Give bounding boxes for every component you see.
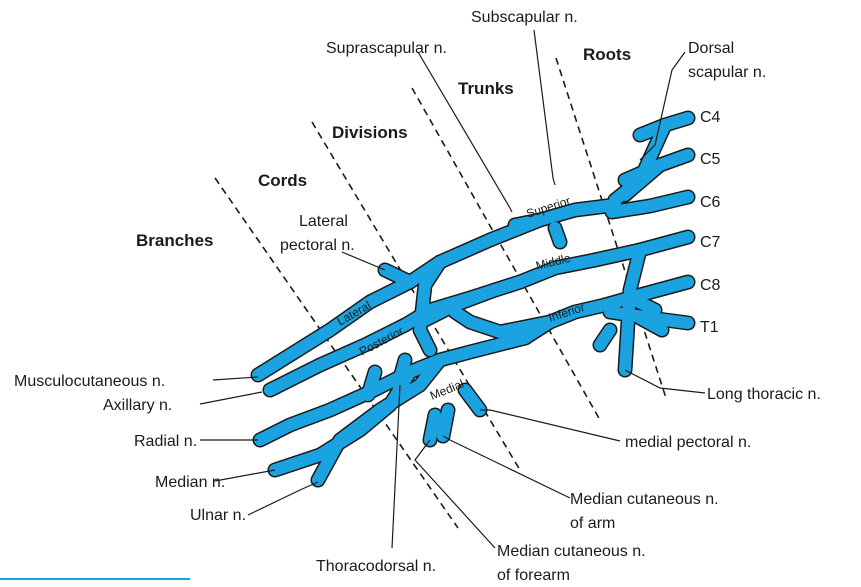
label-radial: Radial n. [134, 433, 197, 450]
cord-label-medial: Medial [428, 377, 466, 403]
label-dorsal-scapular-1: Dorsal [688, 40, 734, 57]
zone-label-cords: Cords [258, 171, 307, 190]
root-label-c5: C5 [700, 151, 721, 168]
zone-label-roots: Roots [583, 45, 631, 64]
label-median: Median n. [155, 474, 225, 491]
label-musculocutaneous: Musculocutaneous n. [14, 373, 165, 390]
zone-label-trunks: Trunks [458, 79, 514, 98]
label-axillary: Axillary n. [103, 397, 172, 414]
label-ulnar: Ulnar n. [190, 507, 246, 524]
caption-rule [0, 578, 190, 580]
zone-boundaries [214, 57, 667, 529]
root-label-c8: C8 [700, 277, 721, 294]
label-median-cutaneous-arm-1: Median cutaneous n. [570, 491, 719, 508]
label-thoracodorsal: Thoracodorsal n. [316, 558, 436, 575]
label-median-cutaneous-arm-2: of arm [570, 515, 615, 532]
leader-lines [199, 29, 706, 549]
label-subscapular: Subscapular n. [471, 9, 578, 26]
label-medial-pectoral: medial pectoral n. [625, 434, 751, 451]
label-median-cutaneous-forearm-2: of forearm [497, 567, 570, 584]
label-dorsal-scapular-2: scapular n. [688, 64, 766, 81]
root-label-c4: C4 [700, 109, 721, 126]
label-suprascapular: Suprascapular n. [326, 40, 447, 57]
label-long-thoracic: Long thoracic n. [707, 386, 821, 403]
root-label-c7: C7 [700, 234, 721, 251]
boundary-divisions-trunks [411, 87, 601, 421]
root-label-t1: T1 [700, 319, 719, 336]
zone-label-branches: Branches [136, 231, 213, 250]
label-lateral-pectoral-2: pectoral n. [280, 237, 355, 254]
boundary-trunks-roots [555, 57, 667, 399]
root-label-c6: C6 [700, 194, 721, 211]
cord-label-lateral: Lateral [335, 298, 374, 328]
zone-label-divisions: Divisions [332, 123, 408, 142]
nerve-fill [258, 118, 688, 480]
label-median-cutaneous-forearm-1: Median cutaneous n. [497, 543, 646, 560]
label-lateral-pectoral-1: Lateral [299, 213, 348, 230]
